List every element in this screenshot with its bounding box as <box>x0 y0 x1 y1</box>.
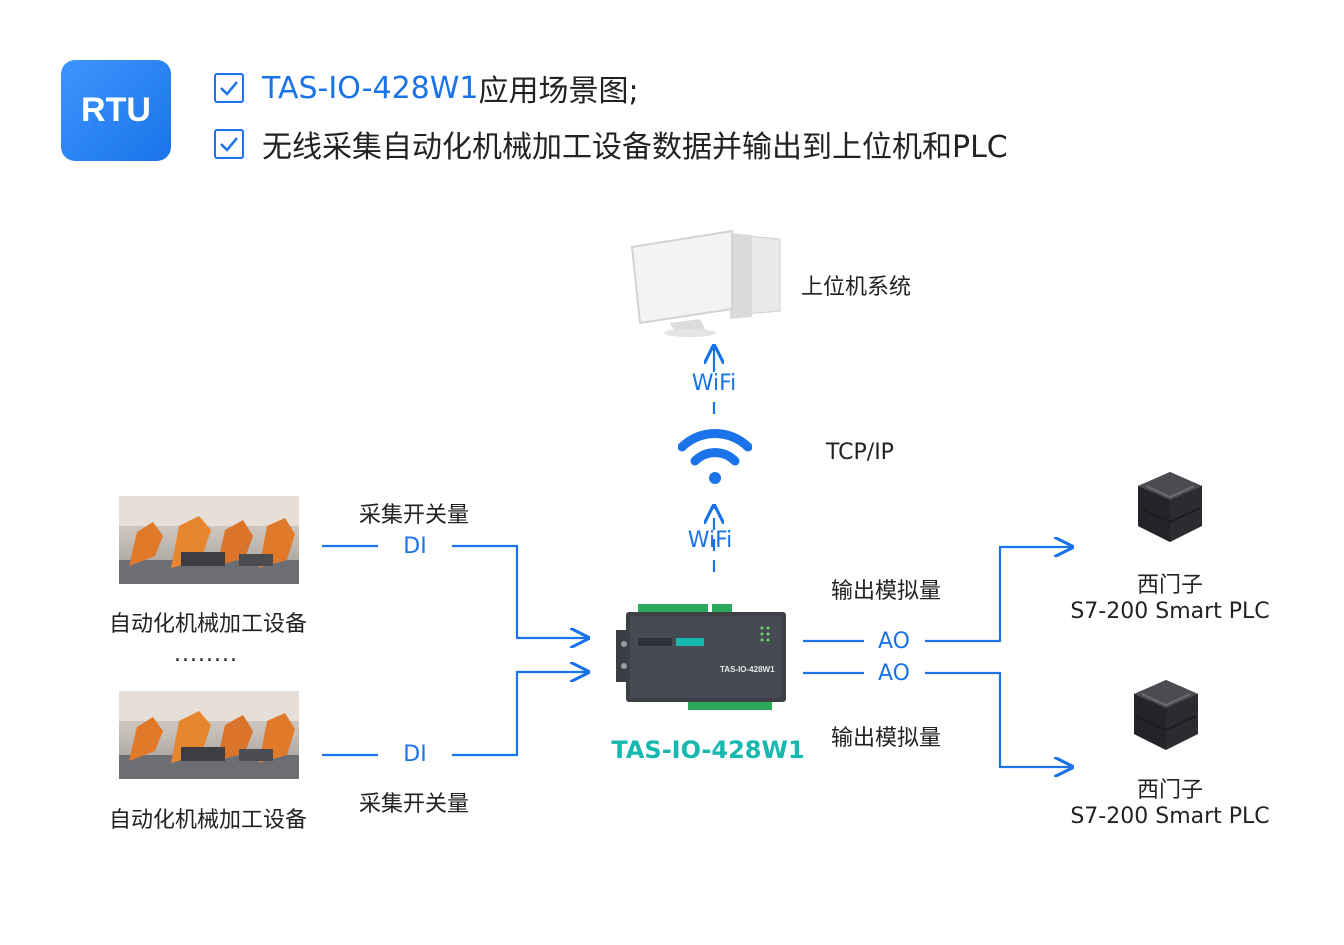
feature-line-1: TAS-IO-428W1 应用场景图; <box>214 66 639 110</box>
output-signal-1: AO <box>878 629 910 654</box>
wifi-label-top: WiFi <box>691 371 737 396</box>
rtu-badge: RTU <box>61 60 171 161</box>
plc-model-2: S7-200 Smart PLC <box>1070 804 1270 829</box>
wifi-icon <box>677 425 753 491</box>
input-line-1 <box>322 544 588 638</box>
output-desc-1: 输出模拟量 <box>830 579 942 604</box>
output-desc-2: 输出模拟量 <box>830 726 942 751</box>
machining-equipment-photo <box>119 691 299 779</box>
plc-icon <box>1126 668 1206 762</box>
plc-name-1: 西门子 S7-200 Smart PLC <box>1070 573 1269 625</box>
feature-text-1: 应用场景图; <box>478 74 639 109</box>
feature-line-2: 无线采集自动化机械加工设备数据并输出到上位机和PLC <box>214 122 1008 166</box>
input-name-1: 自动化机械加工设备 <box>108 612 308 637</box>
panel-model-text: TAS-IO-428W1 <box>720 665 775 674</box>
host-computer-icon <box>630 225 790 344</box>
output-line-2 <box>803 671 1072 767</box>
input-signal-2: DI <box>403 742 427 767</box>
model-name: TAS-IO-428W1 <box>262 70 479 106</box>
io-device-image: TAS-IO-428W1 <box>612 600 802 719</box>
host-label: 上位机系统 <box>801 275 912 300</box>
feature-text-2: 无线采集自动化机械加工设备数据并输出到上位机和PLC <box>262 130 1008 165</box>
machining-equipment-photo <box>119 496 299 584</box>
ellipsis: ........ <box>174 642 238 667</box>
output-line-1 <box>803 547 1072 643</box>
device-title: TAS-IO-428W1 <box>611 736 805 764</box>
input-signal-1: DI <box>403 534 427 559</box>
plc-name-2: 西门子 S7-200 Smart PLC <box>1070 778 1269 830</box>
output-signal-2: AO <box>878 661 910 686</box>
plc-brand-1: 西门子 <box>1136 573 1203 598</box>
wifi-label-bottom: WiFi <box>687 528 733 553</box>
input-line-2 <box>322 672 588 757</box>
protocol-label: TCP/IP <box>826 440 894 465</box>
plc-icon <box>1130 460 1210 554</box>
plc-model-1: S7-200 Smart PLC <box>1070 599 1270 624</box>
input-name-2: 自动化机械加工设备 <box>108 808 308 833</box>
checkbox-icon <box>214 73 244 103</box>
input-desc-1: 采集开关量 <box>358 503 470 528</box>
plc-brand-2: 西门子 <box>1136 778 1203 803</box>
checkbox-icon <box>214 129 244 159</box>
input-desc-2: 采集开关量 <box>358 792 470 817</box>
